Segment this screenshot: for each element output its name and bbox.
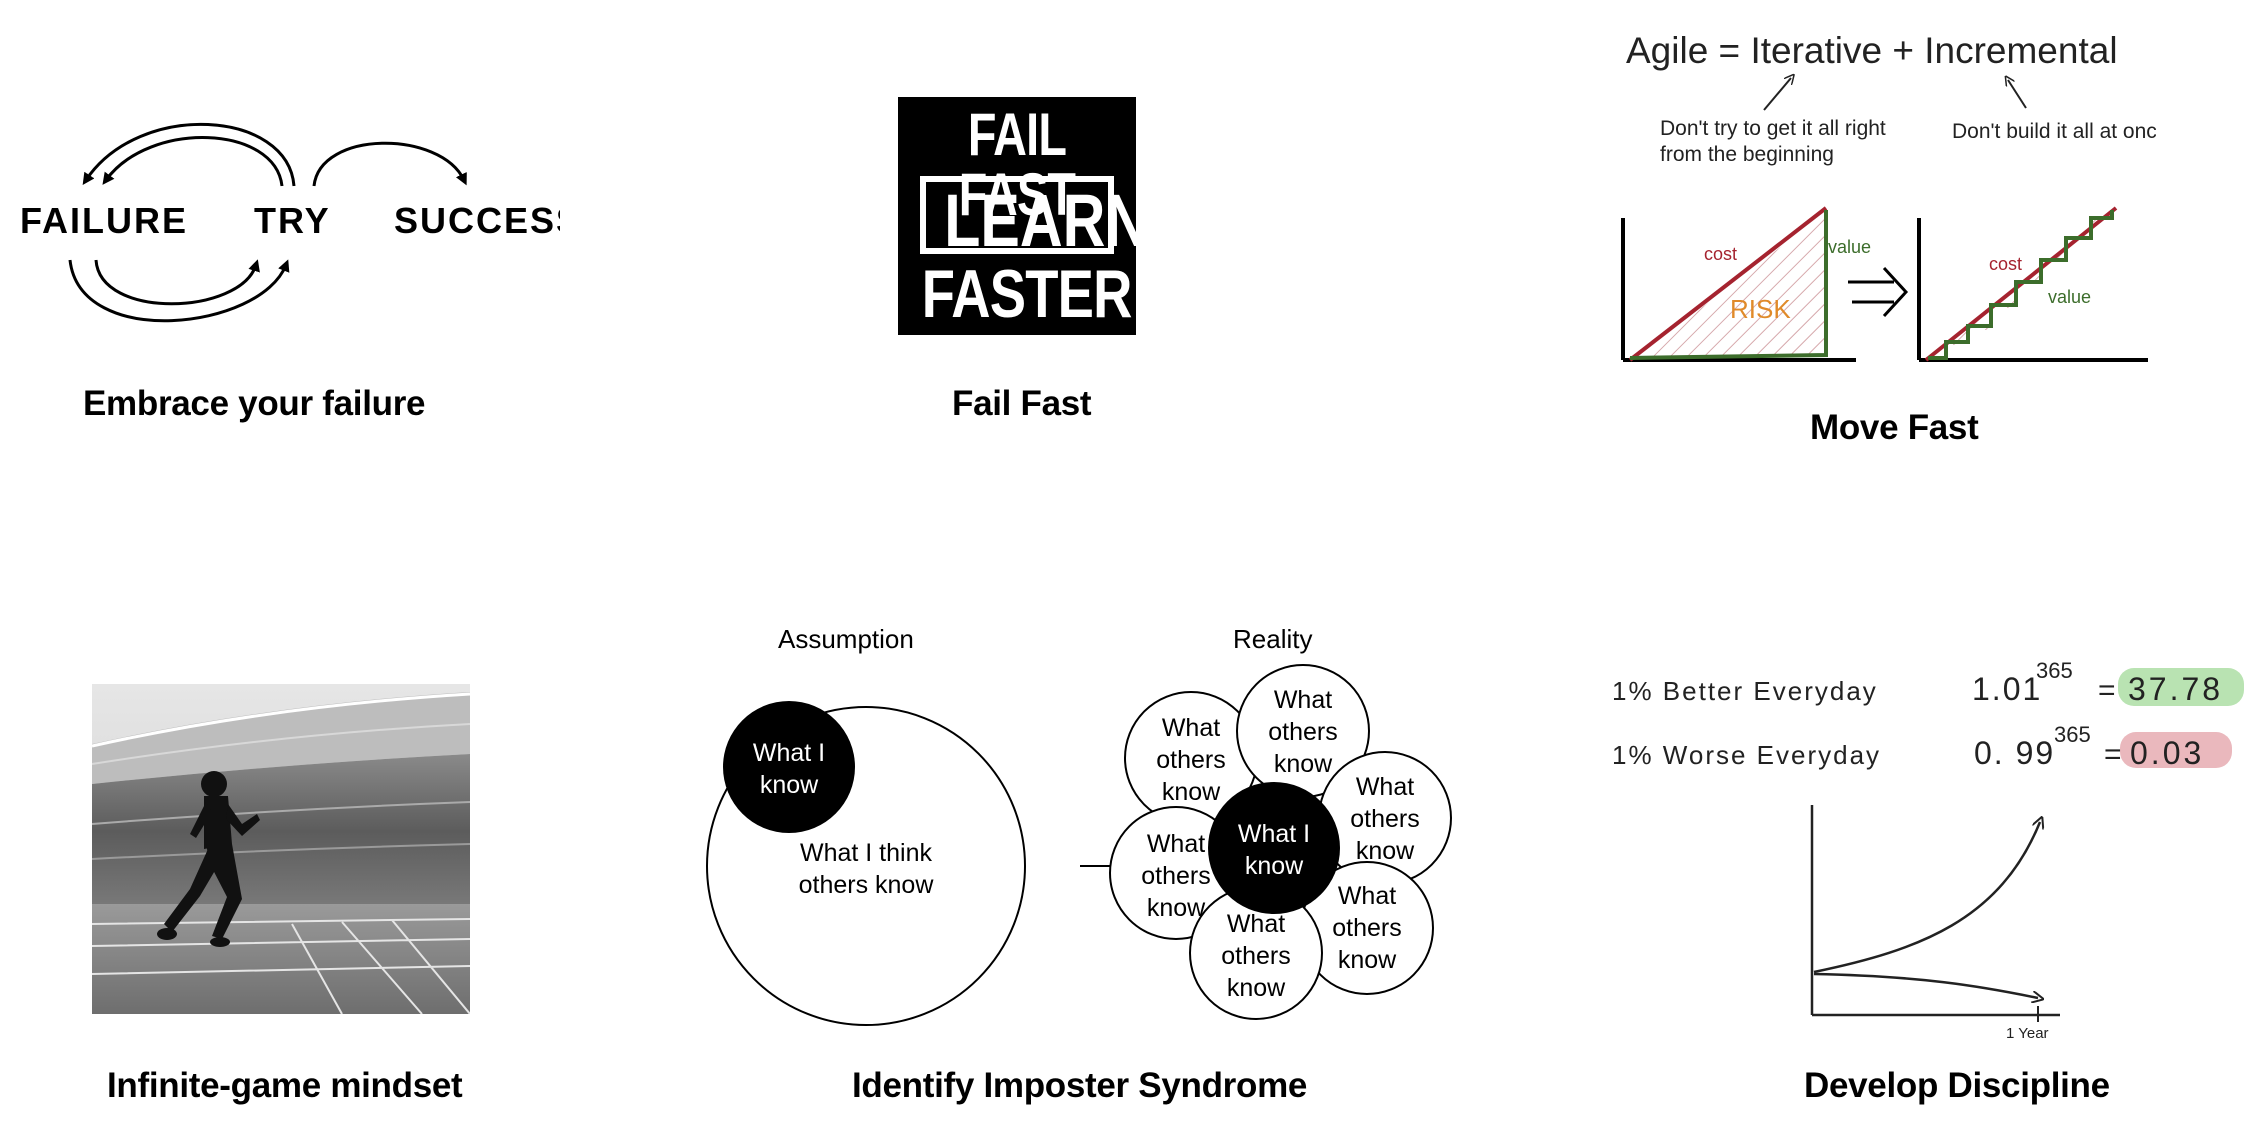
others-circle-3: What others know <box>1318 751 1452 885</box>
arrow-try-to-success <box>312 141 467 187</box>
arrow-to-iterative <box>1763 78 1791 111</box>
svg-text:know: know <box>1338 946 1397 974</box>
svg-text:What: What <box>1162 714 1220 742</box>
svg-text:What: What <box>1147 830 1205 858</box>
arrow-try-to-failure-outer <box>82 123 296 187</box>
svg-text:others: others <box>1141 862 1210 890</box>
runner-stadium-photo <box>92 684 470 1014</box>
discipline-diagram: 1% Better Everyday 1% Worse Everyday 1.0… <box>1612 658 2244 1042</box>
cost-label-2: cost <box>1989 254 2022 274</box>
what-i-know-line2: know <box>760 771 819 799</box>
transition-arrow-icon <box>1848 266 1909 318</box>
reality-heading: Reality <box>1233 624 1313 654</box>
cost-label: cost <box>1704 244 1737 264</box>
svg-text:others: others <box>1350 805 1419 833</box>
runner-figure <box>157 771 260 947</box>
worse-exponent: 365 <box>2054 722 2091 747</box>
reality-what-i-know-circle: What I know <box>1208 782 1340 914</box>
what-i-know-circle <box>723 701 855 833</box>
svg-text:What I: What I <box>1238 820 1310 848</box>
svg-text:know: know <box>1274 750 1333 778</box>
better-equals: = <box>2098 674 2116 707</box>
agile-equation: Agile = Iterative + Incremental <box>1626 30 2118 71</box>
others-circle-1: What others know <box>1124 691 1258 825</box>
move-fast-caption: Move Fast <box>1810 408 1979 447</box>
one-year-label: 1 Year <box>2006 1025 2049 1042</box>
worse-result: 0.03 <box>2130 735 2204 771</box>
better-exponent: 365 <box>2036 658 2073 683</box>
note-left-line1: Don't try to get it all right <box>1660 117 1886 140</box>
cost-line <box>1628 206 1828 362</box>
svg-text:What: What <box>1227 910 1285 938</box>
fail-fast-caption: Fail Fast <box>952 384 1092 423</box>
svg-text:What: What <box>1274 686 1332 714</box>
imposter-caption: Identify Imposter Syndrome <box>852 1066 1308 1105</box>
note-right: Don't build it all at once <box>1952 120 2156 143</box>
assumption-heading: Assumption <box>778 624 914 654</box>
arrow-to-incremental <box>2008 80 2027 109</box>
worse-equals: = <box>2104 738 2122 771</box>
svg-text:know: know <box>1356 837 1415 865</box>
try-label: TRY <box>254 200 331 241</box>
worse-label: 1% Worse Everyday <box>1612 740 1881 770</box>
svg-text:What: What <box>1338 882 1396 910</box>
svg-text:know: know <box>1162 778 1221 806</box>
agile-diagram: Agile = Iterative + Incremental Don't tr… <box>1621 30 2156 362</box>
svg-text:know: know <box>1245 852 1304 880</box>
arrow-failure-to-try-inner <box>94 259 260 306</box>
better-result-highlight <box>2118 668 2244 706</box>
svg-text:know: know <box>1147 894 1206 922</box>
discipline-caption: Develop Discipline <box>1804 1066 2110 1105</box>
svg-text:others: others <box>1221 942 1290 970</box>
better-curve <box>1813 822 2040 974</box>
value-label: value <box>1828 237 1871 257</box>
failure-try-success-cycle: FAILURE TRY SUCCESS <box>20 123 560 323</box>
others-circle-5: What others know <box>1300 861 1434 995</box>
value-steps-line <box>1928 210 2114 360</box>
imposter-diagram: What I know What I think others know Wha… <box>706 664 1452 1026</box>
value-line <box>1629 210 1828 360</box>
better-label: 1% Better Everyday <box>1612 676 1878 706</box>
worse-result-highlight <box>2120 732 2232 768</box>
logo-learn-frame: LEARN <box>920 176 1148 258</box>
svg-text:others: others <box>1156 746 1225 774</box>
risk-area <box>1636 212 1826 358</box>
svg-text:others: others <box>1268 718 1337 746</box>
fail-fast-logo: FAIL FAST LEARN FASTER <box>898 97 1148 335</box>
success-label: SUCCESS <box>394 200 560 241</box>
svg-text:others: others <box>1332 914 1401 942</box>
embrace-caption: Embrace your failure <box>83 384 426 423</box>
logo-line-learn: LEARN <box>944 179 1149 262</box>
worse-curve <box>1813 972 2038 998</box>
note-left-line2: from the beginning <box>1660 143 1834 166</box>
svg-text:know: know <box>1227 974 1286 1002</box>
arrow-failure-to-try-outer <box>68 259 290 323</box>
arrow-try-to-failure-inner <box>102 136 284 187</box>
think-line2: others know <box>799 871 935 899</box>
others-circle-6: What others know <box>1189 886 1323 1020</box>
better-result: 37.78 <box>2128 671 2223 707</box>
infinite-caption: Infinite-game mindset <box>107 1066 463 1105</box>
what-i-know-line1: What I <box>753 739 825 767</box>
worse-base: 0. 99 <box>1974 735 2055 771</box>
think-line1: What I think <box>800 839 932 867</box>
value-label-2: value <box>2048 287 2091 307</box>
better-base: 1.01 <box>1972 671 2042 707</box>
failure-label: FAILURE <box>20 200 188 241</box>
svg-text:What: What <box>1356 773 1414 801</box>
logo-line-fail-fast: FAIL FAST <box>958 101 1076 228</box>
risk-label: RISK <box>1730 294 1791 324</box>
logo-line-faster: FASTER <box>921 256 1133 332</box>
